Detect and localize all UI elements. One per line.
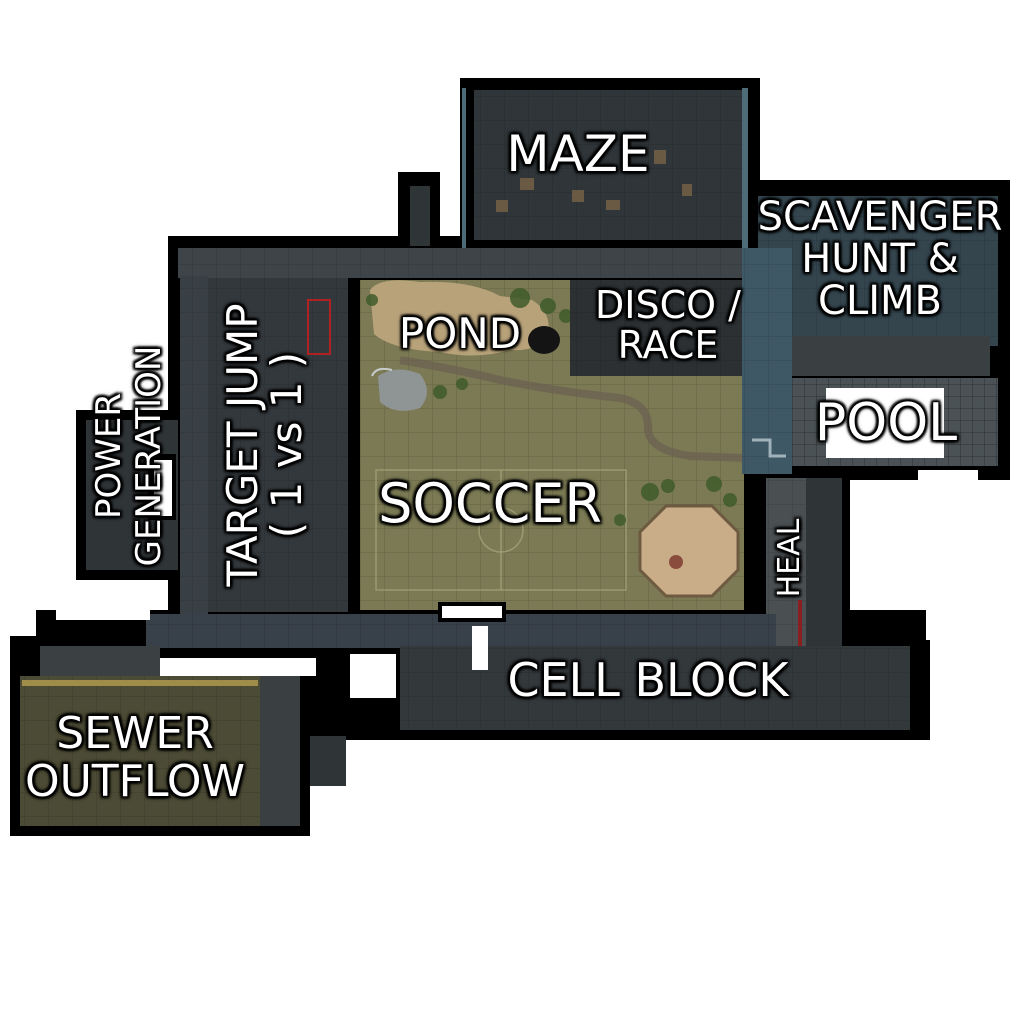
power-line-2: GENERATION [129, 345, 169, 567]
room-label-pool[interactable]: POOL [814, 393, 958, 453]
bushes [366, 288, 737, 526]
target-jump-line-2: ( 1 vs 1 ) [262, 351, 311, 539]
room-label-maze[interactable]: MAZE [506, 125, 650, 183]
room-label-sewer-outflow[interactable]: SEWER OUTFLOW [10, 710, 260, 806]
maze-crates [496, 150, 692, 212]
gazebo [638, 504, 740, 598]
scavenger-line-1: SCAVENGER [757, 194, 1003, 240]
room-label-scavenger-hunt[interactable]: SCAVENGER HUNT & CLIMB [740, 196, 1020, 322]
room-label-heal[interactable]: HEAL [772, 518, 807, 598]
scavenger-line-2: HUNT & [801, 236, 959, 282]
soccer-field-lines [375, 469, 627, 591]
room-label-power-generation[interactable]: POWER GENERATION [89, 321, 169, 591]
room-label-cell-block[interactable]: CELL BLOCK [507, 653, 789, 707]
room-label-disco-race[interactable]: DISCO / RACE [570, 283, 766, 367]
disco-line-1: DISCO / [595, 283, 741, 327]
disco-line-2: RACE [617, 322, 719, 367]
room-label-pond[interactable]: POND [398, 309, 522, 358]
sewer-line-2: OUTFLOW [24, 756, 246, 807]
scavenger-line-3: CLIMB [818, 278, 942, 324]
power-line-1: POWER [89, 393, 129, 519]
winding-path [399, 356, 745, 462]
target-jump-line-1: TARGET JUMP [218, 303, 267, 587]
sewer-line-1: SEWER [56, 708, 214, 759]
pond-sand [370, 280, 549, 356]
room-label-soccer[interactable]: SOCCER [378, 472, 602, 535]
room-label-target-jump[interactable]: TARGET JUMP ( 1 vs 1 ) [218, 255, 311, 635]
pool-water [826, 388, 944, 458]
